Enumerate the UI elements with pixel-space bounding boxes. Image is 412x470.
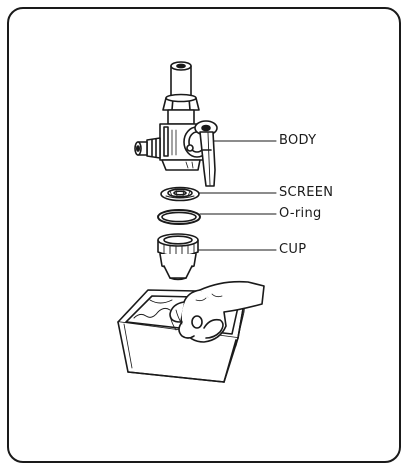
- valve-body-drawing: [135, 62, 217, 186]
- o-ring-label: O-ring: [279, 207, 322, 220]
- cup-label: CUP: [279, 243, 306, 256]
- cup-drawing: [158, 234, 198, 280]
- screen-label: SCREEN: [279, 186, 333, 199]
- body-label: BODY: [279, 134, 316, 147]
- o-ring-drawing: [158, 210, 200, 224]
- screen-drawing: [161, 188, 199, 201]
